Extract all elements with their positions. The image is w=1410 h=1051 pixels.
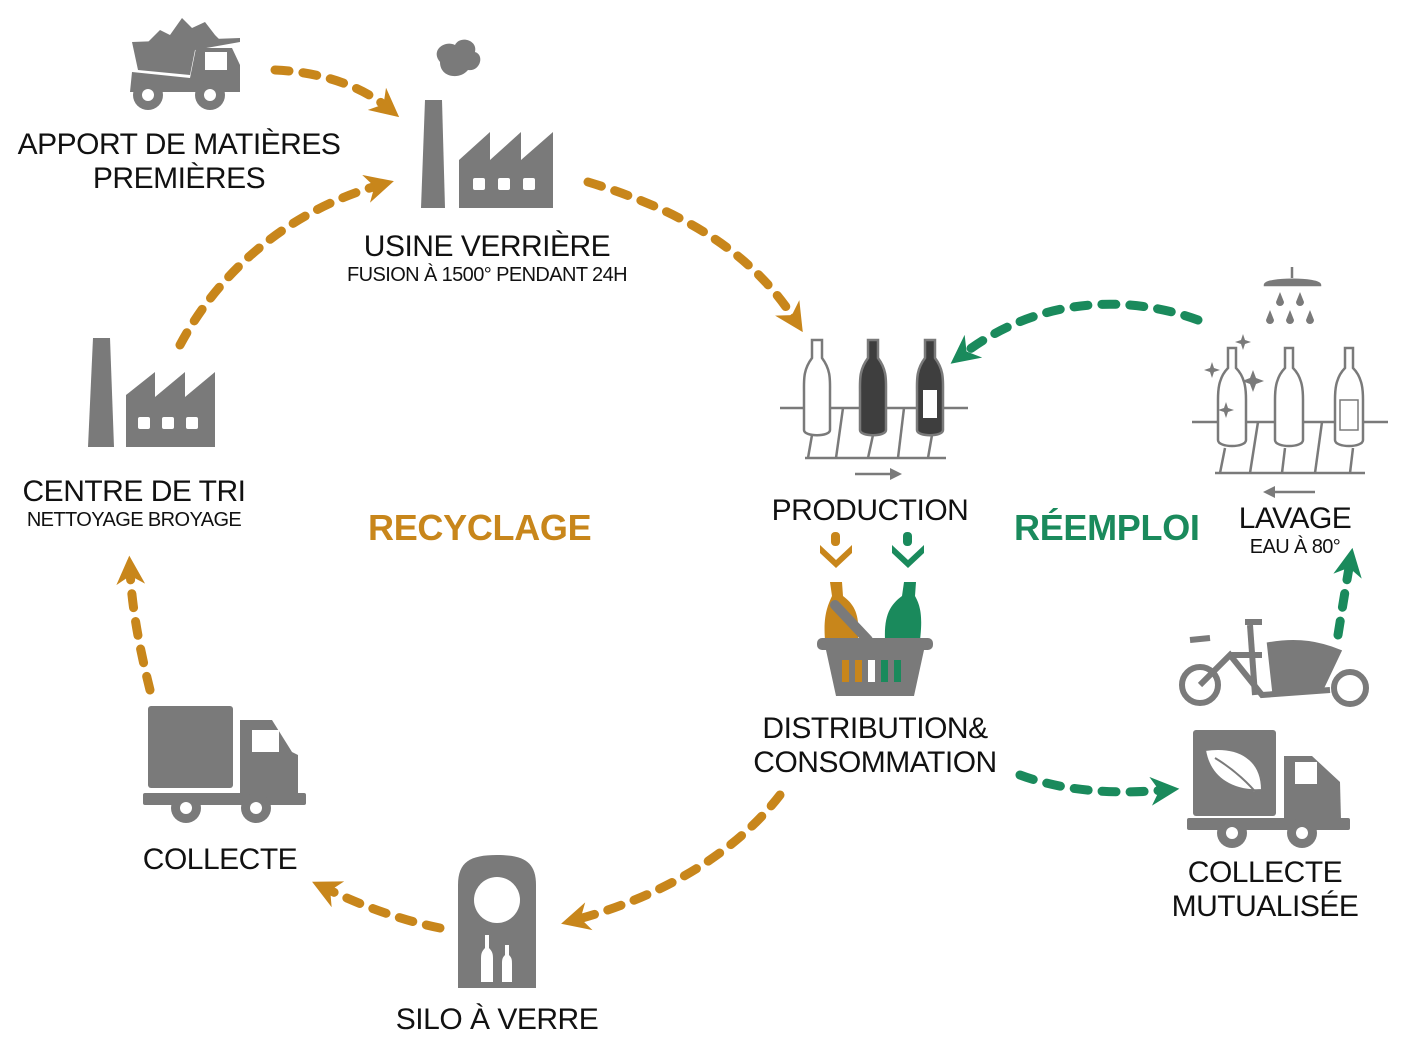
glass-factory-title: USINE VERRIÈRE	[363, 230, 611, 263]
sorting-factory-icon	[88, 338, 215, 447]
leaf-icon	[1203, 748, 1264, 796]
glass-silo-icon	[458, 855, 536, 988]
washing-conveyor-icon	[1192, 267, 1388, 498]
shared-collection-title-line1: COLLECTE	[1187, 856, 1343, 889]
washing-subtitle: EAU À 80°	[1249, 535, 1341, 558]
arrow-factory-to-production	[583, 177, 803, 333]
raw-materials-label: APPORT DE MATIÈRES PREMIÈRES	[14, 128, 344, 195]
arrow-distribution-to-silo	[561, 790, 785, 931]
eco-truck-icon	[1187, 730, 1350, 848]
sorting-center-label: CENTRE DE TRI NETTOYAGE BROYAGE	[0, 475, 268, 531]
raw-materials-title-line2: PREMIÈRES	[92, 161, 266, 195]
basket-bottles-icon	[817, 582, 933, 696]
arrow-silo-to-collection	[312, 881, 445, 933]
cargo-bike-icon	[1179, 619, 1369, 707]
glass-factory-subtitle: FUSION À 1500° PENDANT 24H	[347, 263, 628, 286]
reuse-cycle-label: RÉEMPLOI	[1014, 507, 1200, 548]
silo-label: SILO À VERRE	[395, 1003, 599, 1036]
sorting-center-title: CENTRE DE TRI	[22, 475, 246, 508]
distribution-title-line2: CONSOMMATION	[753, 745, 997, 779]
distribution-label: DISTRIBUTION& CONSOMMATION	[740, 712, 1010, 779]
shared-collection-title-line2: MUTUALISÉE	[1171, 889, 1359, 923]
truck-icon	[143, 706, 306, 823]
raw-materials-title-line1: APPORT DE MATIÈRES	[17, 128, 341, 161]
production-label: PRODUCTION	[771, 494, 969, 527]
collection-label: COLLECTE	[142, 843, 298, 876]
arrow-raw-to-factory	[270, 65, 400, 118]
washing-label: LAVAGE EAU À 80°	[1220, 502, 1370, 558]
arrow-collection-to-sorting	[116, 555, 155, 695]
distribution-title-line1: DISTRIBUTION&	[762, 712, 988, 745]
bottle-conveyor-icon	[780, 338, 968, 480]
arrow-bike-to-washing	[1333, 547, 1362, 640]
sorting-center-subtitle: NETTOYAGE BROYAGE	[26, 508, 242, 531]
recycling-cycle-label: RECYCLAGE	[368, 507, 592, 548]
arrow-washing-to-production	[950, 299, 1203, 364]
down-arrow-reuse-icon	[892, 532, 924, 568]
shared-collection-label: COLLECTE MUTUALISÉE	[1160, 856, 1370, 923]
glass-factory-icon	[421, 39, 553, 208]
washing-title: LAVAGE	[1238, 502, 1352, 535]
dump-truck-icon	[130, 18, 240, 110]
arrow-sorting-to-factory	[175, 174, 394, 350]
down-arrow-recycling-icon	[820, 532, 852, 568]
glass-factory-label: USINE VERRIÈRE FUSION À 1500° PENDANT 24…	[322, 230, 652, 286]
arrow-distribution-to-shared-collection	[1015, 770, 1180, 806]
